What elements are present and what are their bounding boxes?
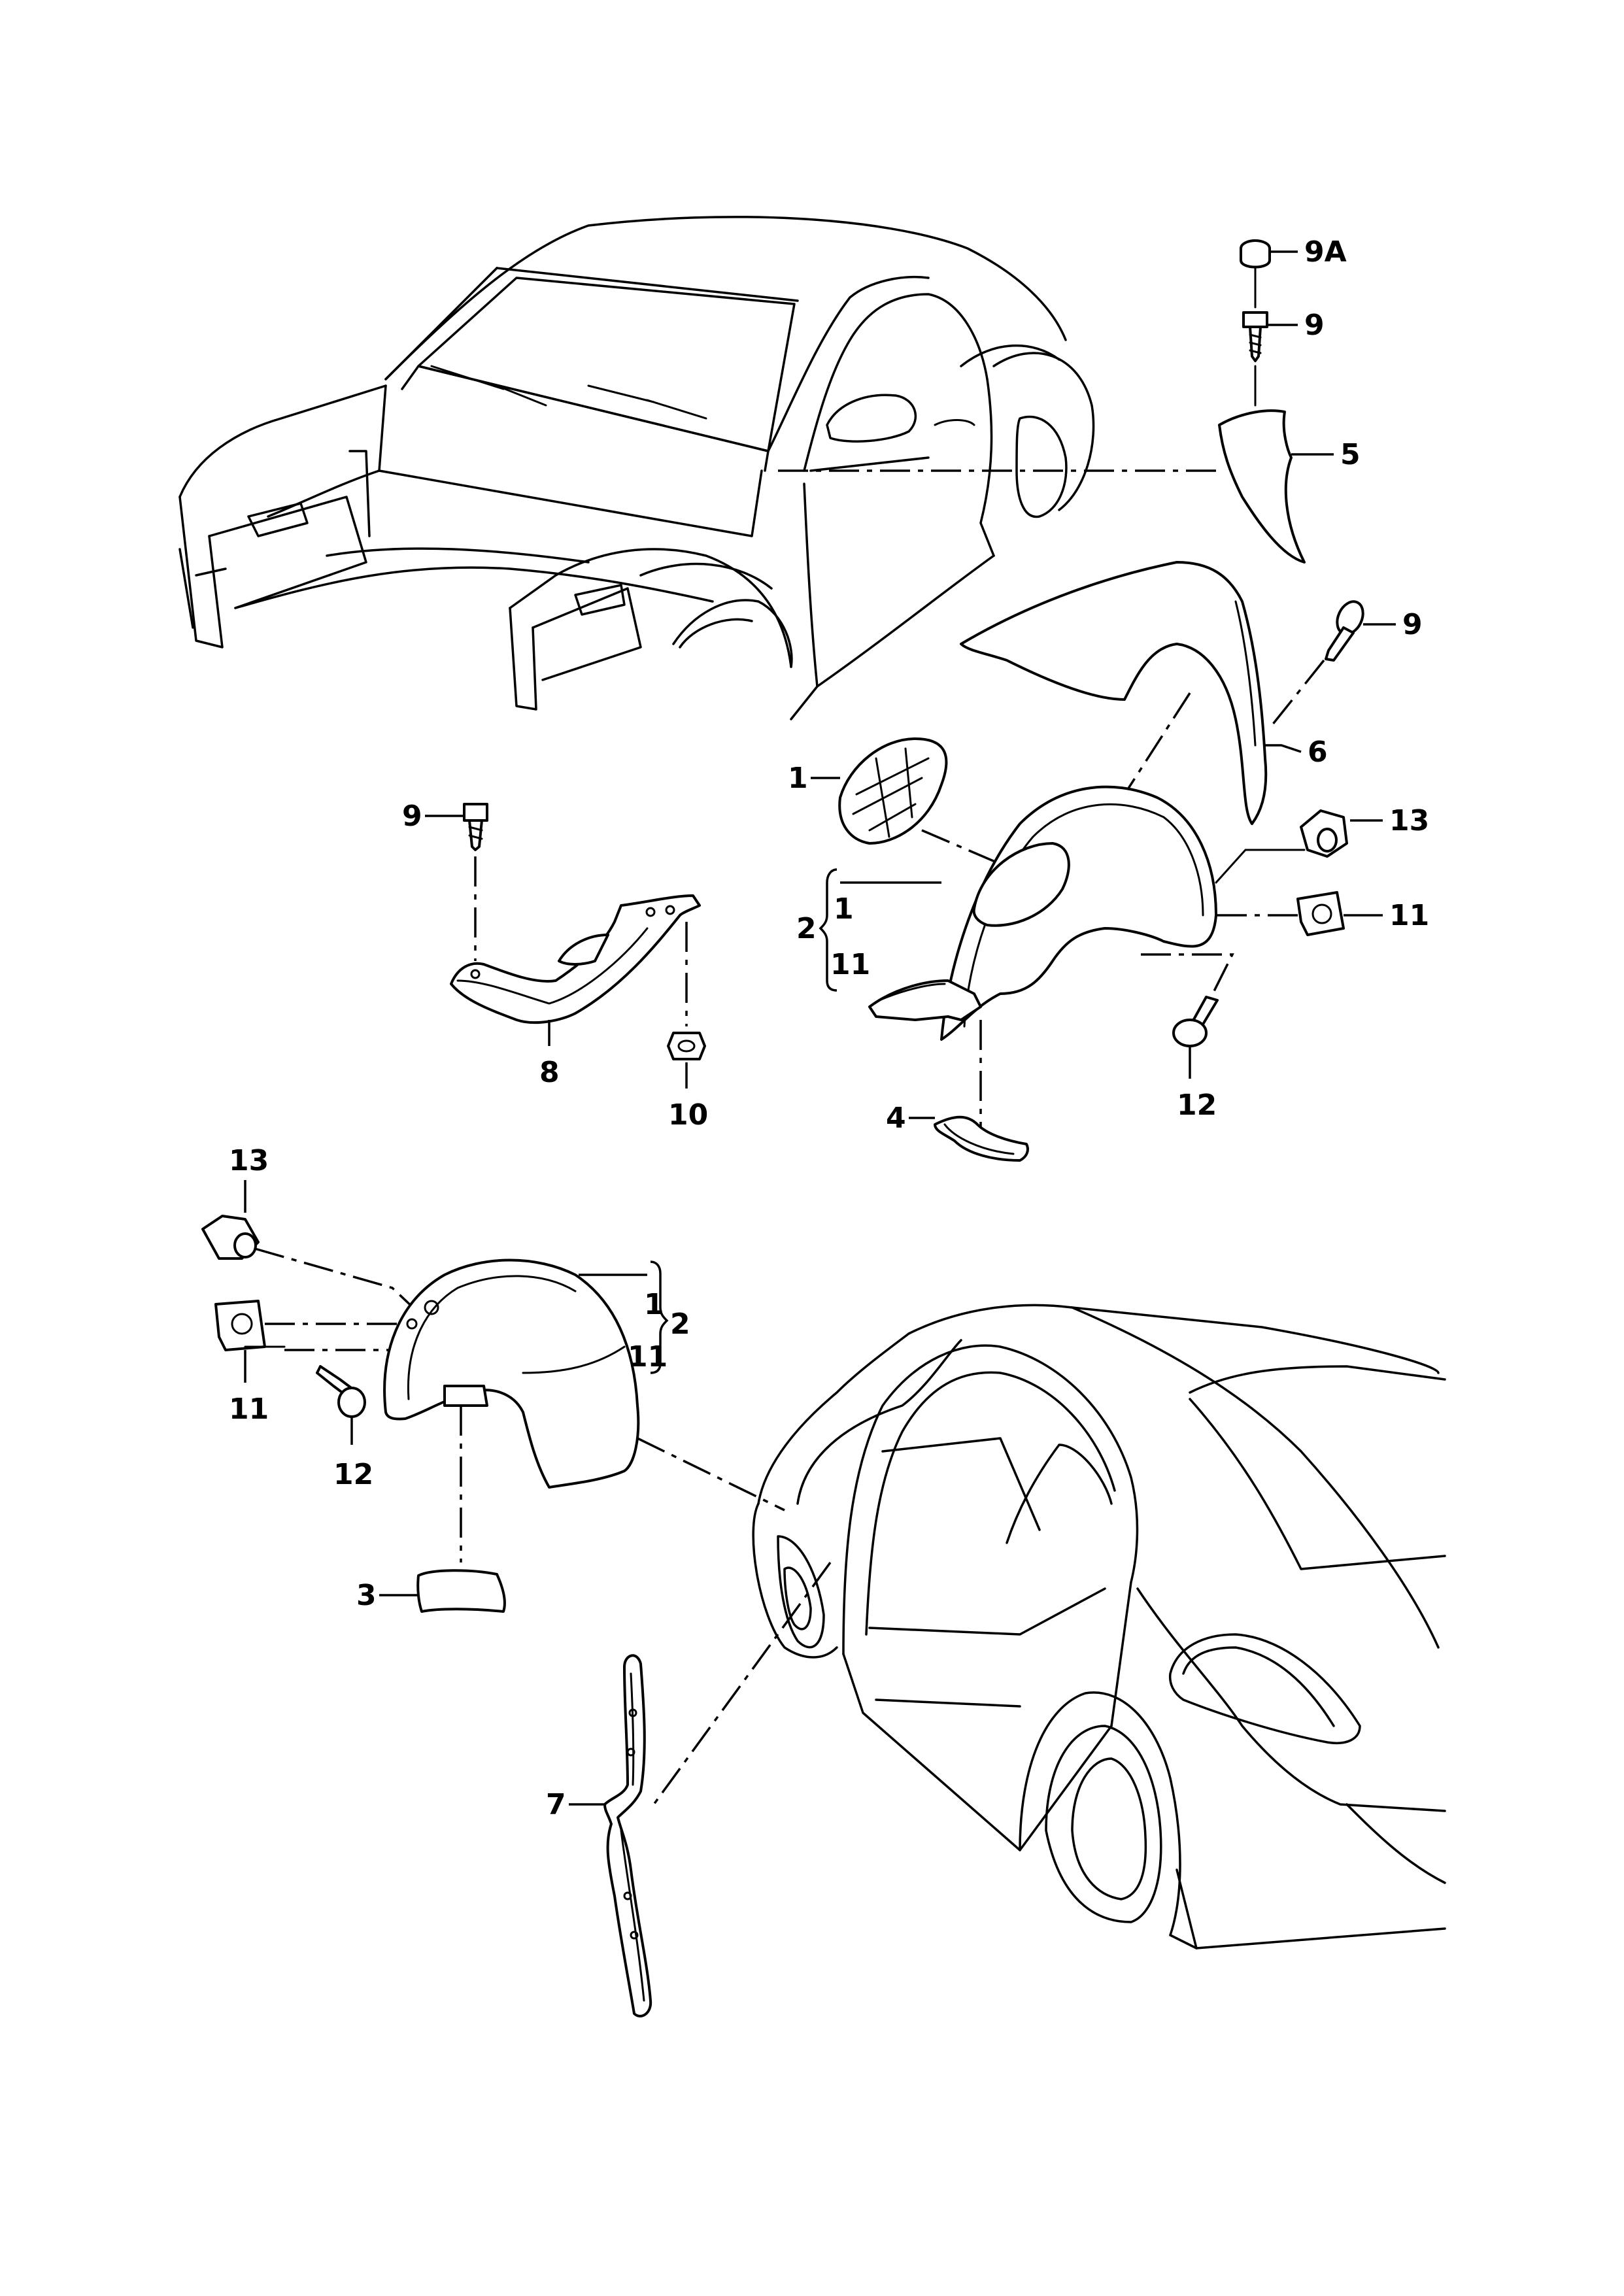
- callout-12-rear: 12: [333, 1458, 373, 1491]
- nut-10: [667, 1032, 706, 1060]
- clip-nut-11-rear: [214, 1300, 266, 1351]
- vent-cover-1-front: [838, 737, 948, 845]
- callout-10: 10: [668, 1098, 708, 1132]
- callout-2-rear-sub11: 11: [628, 1340, 668, 1374]
- bolt-12-rear: [316, 1365, 366, 1418]
- callout-12-front: 12: [1177, 1089, 1217, 1122]
- front-wheel-liner-2: [868, 785, 1217, 1041]
- callout-11-rear: 11: [229, 1393, 269, 1426]
- callout-1-front: 1: [788, 762, 808, 795]
- callout-9a: 9A: [1304, 235, 1347, 269]
- front-fender-6: [960, 561, 1268, 825]
- callout-3: 3: [356, 1579, 377, 1612]
- callout-2-front: 2: [796, 912, 817, 945]
- clip-nut-11-front: [1296, 891, 1345, 936]
- callout-2-front-sub11: 11: [830, 948, 870, 981]
- callout-5: 5: [1340, 438, 1361, 471]
- bracket-8: [450, 894, 701, 1024]
- callout-2-front-sub1: 1: [834, 892, 854, 926]
- deflector-4: [934, 1115, 1029, 1162]
- rear-body-shell: [752, 1304, 1446, 1950]
- callout-9-left: 9: [402, 800, 422, 833]
- brace-rear: [650, 1260, 669, 1374]
- callout-11-front: 11: [1389, 899, 1429, 932]
- expanding-nut-13-rear: [201, 1215, 260, 1260]
- bolt-12-front: [1172, 996, 1219, 1047]
- front-body-shell: [178, 216, 1095, 720]
- sill-seal-7: [603, 1654, 652, 2017]
- callout-13-front: 13: [1389, 804, 1429, 837]
- callout-9-top: 9: [1304, 309, 1325, 342]
- fender-bracket-5: [1218, 409, 1306, 564]
- callout-2-rear: 2: [670, 1308, 690, 1341]
- callout-2-rear-sub1: 1: [644, 1288, 664, 1321]
- callout-9-right: 9: [1402, 608, 1423, 641]
- callout-8: 8: [539, 1056, 560, 1089]
- expanding-nut-13-front: [1300, 809, 1348, 858]
- rear-wheel-liner-2: [383, 1258, 640, 1489]
- callout-4: 4: [886, 1102, 906, 1135]
- callout-6: 6: [1308, 735, 1328, 769]
- callout-13-rear: 13: [229, 1144, 269, 1177]
- nut-9a: [1240, 239, 1271, 269]
- bolt-9-left: [463, 803, 488, 851]
- bolt-9-top: [1242, 311, 1268, 362]
- callout-7: 7: [546, 1788, 566, 1821]
- bolt-9-right: [1325, 600, 1364, 662]
- trim-3: [416, 1569, 506, 1613]
- brace-front: [819, 868, 837, 992]
